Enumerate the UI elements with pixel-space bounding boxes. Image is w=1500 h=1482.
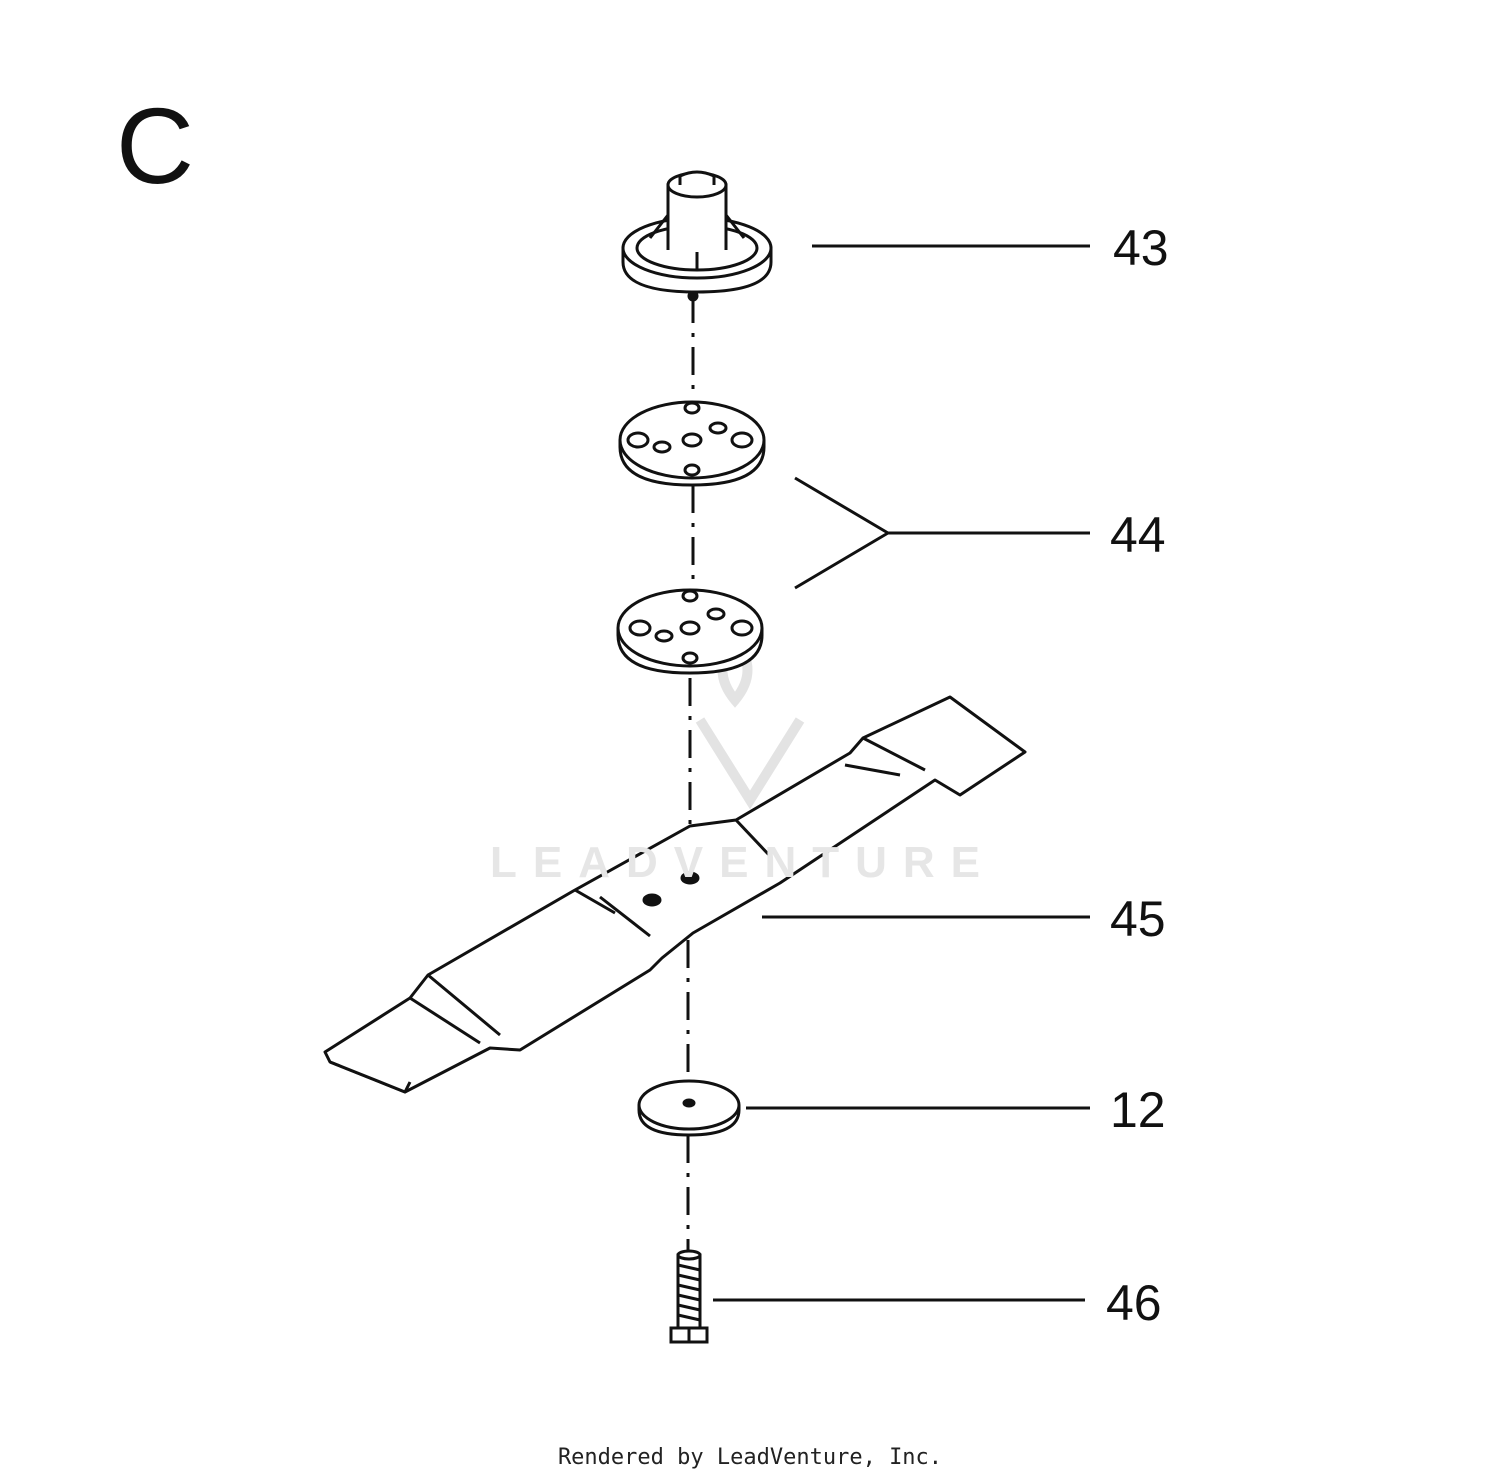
callout-43[interactable]: 43 [1113,220,1169,276]
section-letter: C [116,85,194,206]
part-44-blade-plate-lower [616,588,764,675]
callout-44[interactable]: 44 [1110,507,1166,563]
part-45-mower-blade [323,695,1027,1094]
leader-lines [713,244,1090,1302]
watermark-text: LEADVENTURE [490,838,997,887]
callout-46[interactable]: 46 [1106,1275,1162,1331]
part-43-blade-adapter-hub [621,170,773,302]
callout-45[interactable]: 45 [1110,891,1166,947]
callout-12[interactable]: 12 [1110,1082,1166,1138]
part-46-bolt [669,1249,709,1344]
footer-credit: Rendered by LeadVenture, Inc. [557,1445,943,1470]
part-44-blade-plate-upper [618,400,766,487]
leader-line-44 [794,476,1090,590]
part-12-washer [637,1079,741,1137]
